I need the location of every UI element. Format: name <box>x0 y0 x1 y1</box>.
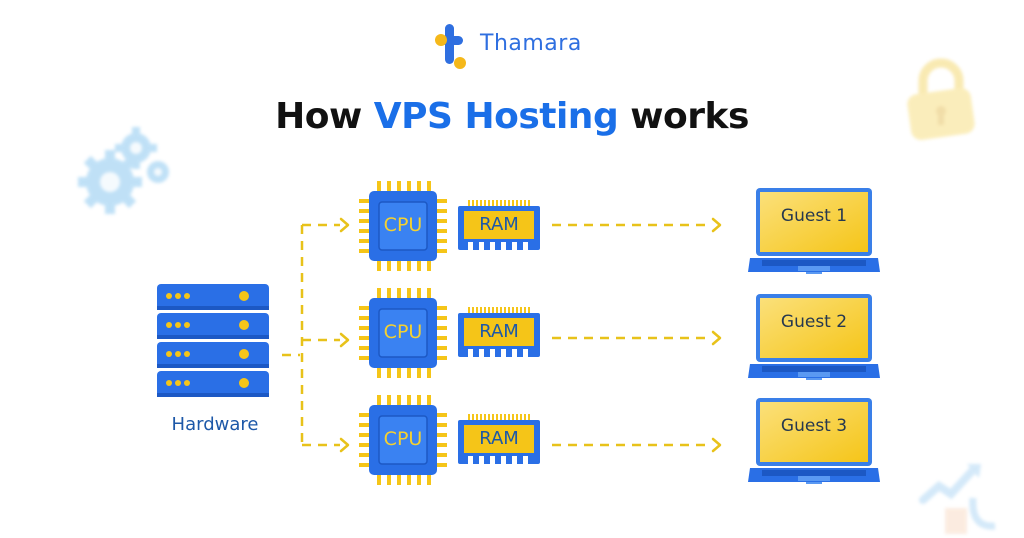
guest-label: Guest 2 <box>780 312 848 332</box>
cpu-chip: CPU <box>357 179 449 273</box>
brand-name: Thamara <box>480 31 582 56</box>
ram-label: RAM <box>479 428 519 449</box>
guest-laptop: Guest 1 <box>746 186 882 278</box>
cpu-label: CPU <box>383 321 423 343</box>
cpu-chip: CPU <box>357 286 449 380</box>
guest-label: Guest 1 <box>780 206 848 226</box>
ram-module-icon <box>458 307 540 357</box>
brand-logo: Thamara <box>432 22 622 70</box>
ram-module: RAM <box>456 198 542 254</box>
title-highlight: VPS Hosting <box>373 96 619 137</box>
server-rack-icon <box>157 284 269 397</box>
hardware-label: Hardware <box>171 414 259 435</box>
arrow-head-icon <box>339 437 350 453</box>
cpu-chip: CPU <box>357 393 449 487</box>
growth-chart-icon <box>919 464 996 534</box>
cpu-label: CPU <box>383 214 423 236</box>
cpu-chip-icon <box>359 181 447 271</box>
ram-module-icon <box>458 414 540 464</box>
ram-module: RAM <box>456 412 542 468</box>
title-suffix: works <box>618 96 749 137</box>
laptop-icon <box>748 294 880 380</box>
guest-label: Guest 3 <box>780 416 848 436</box>
guest-laptop: Guest 3 <box>746 396 882 488</box>
padlock-icon <box>907 58 975 140</box>
laptop-icon <box>748 188 880 274</box>
cpu-label: CPU <box>383 428 423 450</box>
ram-module-icon <box>458 200 540 250</box>
ram-label: RAM <box>479 214 519 235</box>
guest-laptop: Guest 2 <box>746 292 882 384</box>
gears-icon <box>78 127 169 214</box>
ram-module: RAM <box>456 305 542 361</box>
arrow-head-icon <box>711 437 722 453</box>
laptop-icon <box>748 398 880 484</box>
arrow-head-icon <box>711 330 722 346</box>
thamara-t-logo-icon <box>435 24 466 69</box>
arrow-head-icon <box>711 217 722 233</box>
arrow-head-icon <box>339 332 350 348</box>
title-prefix: How <box>275 96 374 137</box>
ram-label: RAM <box>479 321 519 342</box>
arrow-head-icon <box>339 217 350 233</box>
cpu-chip-icon <box>359 288 447 378</box>
cpu-chip-icon <box>359 395 447 485</box>
page-title: How VPS Hosting works <box>0 96 1024 137</box>
